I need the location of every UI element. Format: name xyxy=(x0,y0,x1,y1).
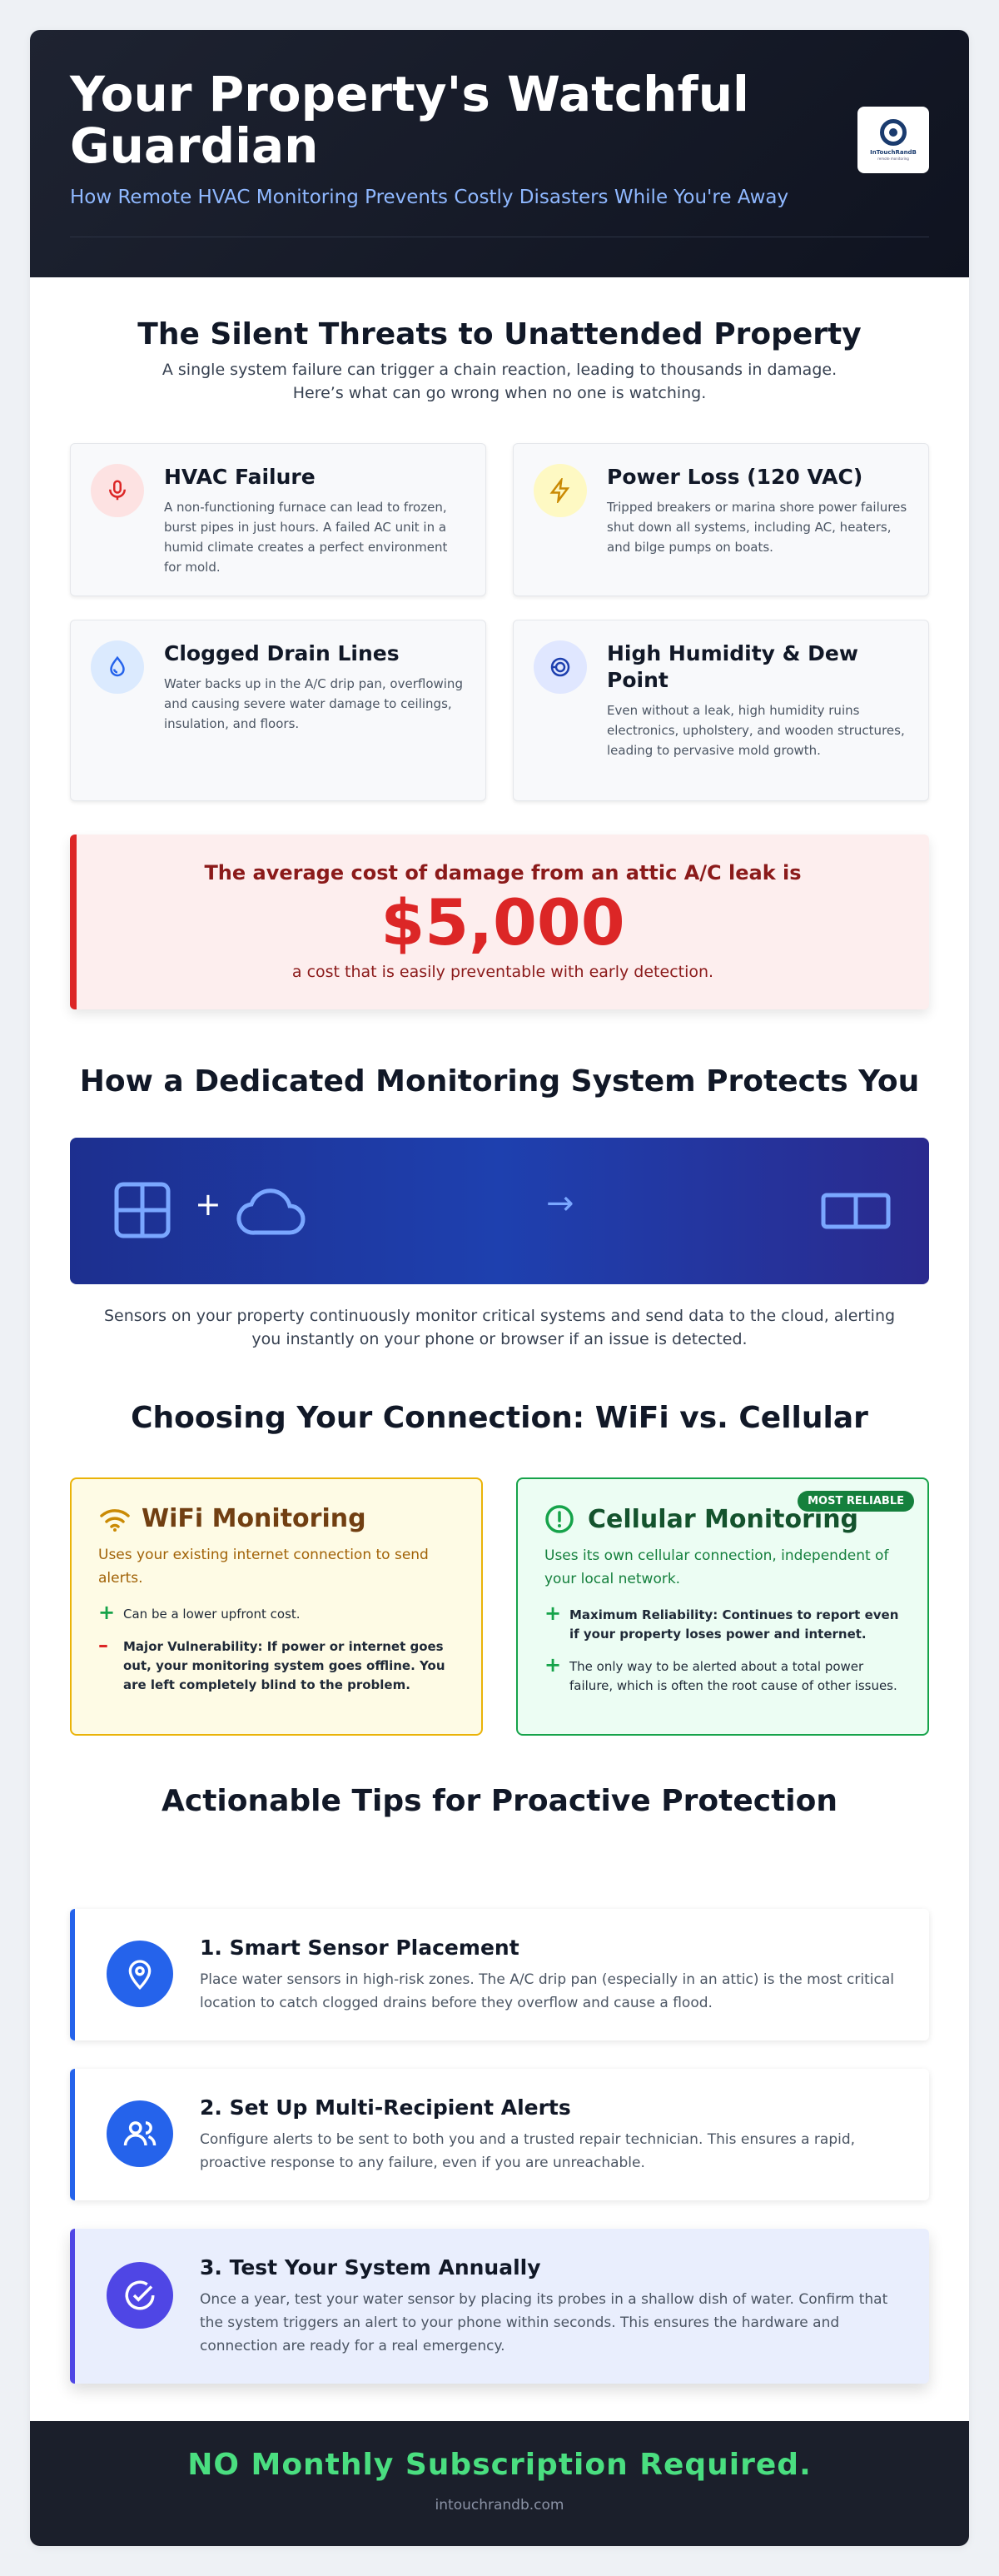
threat-card-hvac: HVAC Failure A non-functioning furnace c… xyxy=(70,443,486,596)
callout-amount: $5,000 xyxy=(380,885,625,959)
tip-title: 3. Test Your System Annually xyxy=(200,2255,541,2280)
threat-title: High Humidity & Dew Point xyxy=(607,641,858,692)
device-screen-icon xyxy=(821,1193,891,1229)
list-item: + Maximum Reliability: Continues to repor… xyxy=(544,1602,901,1644)
banner-plus: + xyxy=(195,1186,221,1223)
logo-mark-icon xyxy=(880,119,907,146)
footer: NO Monthly Subscription Required. intouc… xyxy=(30,2421,969,2546)
protect-title: How a Dedicated Monitoring System Protec… xyxy=(79,1064,920,1099)
tip-card-sensor-placement: 1. Smart Sensor Placement Place water se… xyxy=(70,1909,929,2040)
list-item: + Can be a lower upfront cost. xyxy=(98,1601,455,1624)
monitoring-banner: + → xyxy=(70,1138,929,1284)
wifi-card-header: WiFi Monitoring xyxy=(98,1504,455,1533)
threat-card-drain: Clogged Drain Lines Water backs up in th… xyxy=(70,620,486,801)
cellular-list: + Maximum Reliability: Continues to repor… xyxy=(544,1602,901,1696)
most-reliable-badge: MOST RELIABLE xyxy=(798,1491,914,1512)
wifi-con-text: Major Vulnerability: If power or interne… xyxy=(123,1639,445,1692)
plus-icon: + xyxy=(544,1602,562,1625)
infographic-page: Your Property's Watchful Guardian How Re… xyxy=(30,30,969,2546)
connection-title: Choosing Your Connection: WiFi vs. Cellu… xyxy=(131,1401,868,1435)
protect-lead-line-2: you instantly on your phone or browser i… xyxy=(251,1330,748,1348)
threats-title: The Silent Threats to Unattended Propert… xyxy=(137,317,862,351)
wifi-icon xyxy=(100,1508,130,1532)
threat-title: HVAC Failure xyxy=(164,465,316,489)
threat-text: Water backs up in the A/C drip pan, over… xyxy=(164,676,463,731)
tip-text: Once a year, test your water sensor by p… xyxy=(200,2291,888,2354)
cellular-pro-text: Maximum Reliability: Continues to report… xyxy=(569,1607,899,1642)
threat-text: A non-functioning furnace can lead to fr… xyxy=(164,500,448,575)
page-title: Your Property's Watchful Guardian xyxy=(70,66,749,174)
footer-site-link[interactable]: intouchrandb.com xyxy=(435,2497,564,2514)
check-circle-icon xyxy=(107,2262,173,2329)
tip-text: Place water sensors in high-risk zones. … xyxy=(200,1971,894,2011)
sensor-grid-icon xyxy=(114,1182,171,1238)
threat-text: Even without a leak, high humidity ruins… xyxy=(607,703,905,758)
location-pin-icon xyxy=(107,1941,173,2007)
cost-callout: The average cost of damage from an attic… xyxy=(70,835,929,1009)
threats-lead: A single system failure can trigger a ch… xyxy=(30,358,969,405)
tips-title: Actionable Tips for Proactive Protection xyxy=(162,1784,837,1818)
cellular-card-desc: Uses its own cellular connection, indepe… xyxy=(544,1547,889,1587)
wifi-list: + Can be a lower upfront cost. –Major Vul… xyxy=(98,1601,455,1695)
list-item: + The only way to be alerted about a tota… xyxy=(544,1653,901,1696)
wifi-card-title: WiFi Monitoring xyxy=(142,1504,366,1533)
tip-title: 1. Smart Sensor Placement xyxy=(200,1936,519,1960)
banner-arrow: → xyxy=(546,1184,574,1223)
tip-text: Configure alerts to be sent to both you … xyxy=(200,2131,856,2171)
plus-icon: + xyxy=(98,1601,116,1624)
threats-lead-line-2: Here’s what can go wrong when no one is … xyxy=(292,384,707,402)
alert-circle-icon xyxy=(545,1505,574,1533)
threat-title: Power Loss (120 VAC) xyxy=(607,465,863,489)
threat-title: Clogged Drain Lines xyxy=(164,641,400,665)
minus-icon: – xyxy=(98,1633,108,1657)
brand-logo: InTouchRandB remote monitoring xyxy=(857,107,929,173)
tip-card-alerts: 2. Set Up Multi-Recipient Alerts Configu… xyxy=(70,2069,929,2200)
cellular-card: MOST RELIABLE Cellular Monitoring Uses i… xyxy=(516,1477,929,1736)
wifi-pro-text: Can be a lower upfront cost. xyxy=(123,1607,301,1622)
lightning-icon xyxy=(534,464,587,517)
users-icon xyxy=(107,2100,173,2167)
humidity-icon xyxy=(534,640,587,694)
thermometer-icon xyxy=(91,464,144,517)
callout-bottom-text: a cost that is easily preventable with e… xyxy=(291,963,714,981)
protect-lead-line-1: Sensors on your property continuously mo… xyxy=(103,1307,896,1325)
water-drop-icon xyxy=(91,640,144,694)
logo-text: InTouchRandB xyxy=(870,149,917,156)
cloud-icon xyxy=(236,1188,306,1235)
list-item: –Major Vulnerability: If power or intern… xyxy=(98,1633,455,1695)
threat-card-power: Power Loss (120 VAC) Tripped breakers or… xyxy=(513,443,929,596)
threats-lead-line-1: A single system failure can trigger a ch… xyxy=(162,361,837,379)
plus-icon: + xyxy=(544,1653,562,1677)
page-subtitle: How Remote HVAC Monitoring Prevents Cost… xyxy=(70,187,789,208)
logo-subtext: remote monitoring xyxy=(877,157,909,161)
hero-header: Your Property's Watchful Guardian How Re… xyxy=(30,30,969,277)
protect-lead: Sensors on your property continuously mo… xyxy=(70,1304,929,1351)
wifi-card-desc: Uses your existing internet connection t… xyxy=(98,1547,429,1587)
threat-text: Tripped breakers or marina shore power f… xyxy=(607,500,907,555)
threat-card-humidity: High Humidity & Dew Point Even without a… xyxy=(513,620,929,801)
tip-card-test: 3. Test Your System Annually Once a year… xyxy=(70,2229,929,2384)
cellular-pro-text: The only way to be alerted about a total… xyxy=(569,1659,897,1693)
wifi-card: WiFi Monitoring Uses your existing inter… xyxy=(70,1477,483,1736)
tip-title: 2. Set Up Multi-Recipient Alerts xyxy=(200,2095,571,2120)
footer-headline: NO Monthly Subscription Required. xyxy=(187,2448,812,2482)
callout-top-text: The average cost of damage from an attic… xyxy=(204,861,802,884)
